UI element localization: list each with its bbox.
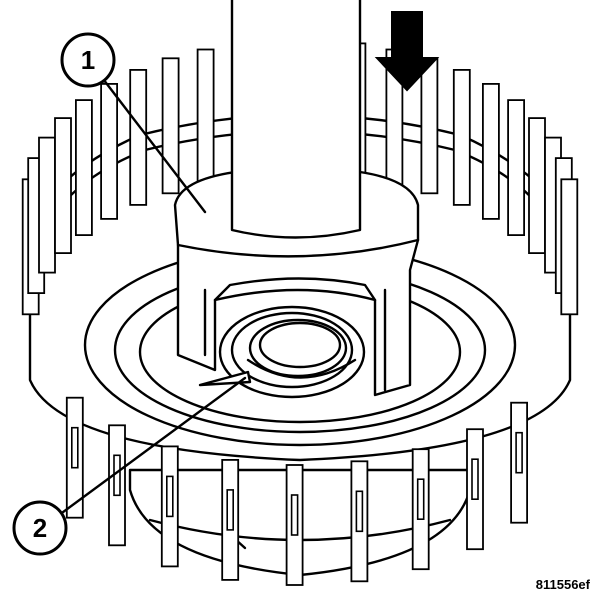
spline-tooth — [161, 57, 180, 195]
figure-id: 811556ef — [535, 577, 590, 592]
spline-tooth — [452, 69, 471, 206]
spline-tooth — [560, 178, 579, 316]
spline-slot — [416, 478, 425, 521]
spline-tooth — [481, 83, 500, 220]
spline-slot — [71, 426, 79, 469]
spline-slot — [226, 489, 234, 531]
spline-tooth — [129, 69, 148, 206]
spline-slot — [471, 458, 479, 501]
spline-tooth — [507, 99, 526, 236]
spline-slot — [515, 431, 523, 474]
spline-slot — [166, 475, 174, 518]
callout-1-number: 1 — [81, 45, 95, 75]
spline-tooth — [528, 117, 546, 254]
tool-shaft — [230, 0, 362, 239]
down-arrow-icon — [374, 11, 440, 92]
spline-slot — [290, 494, 299, 536]
callout-2-number: 2 — [33, 513, 47, 543]
spline-slot — [355, 490, 364, 533]
callout-2: 2 — [12, 376, 247, 556]
spline-tooth — [75, 99, 93, 236]
piston-seal — [198, 305, 366, 399]
spline-tooth — [196, 48, 215, 186]
spline-tooth — [38, 136, 56, 274]
spline-tooth — [100, 83, 118, 220]
spline-tooth — [420, 57, 439, 195]
drum-splines-front — [65, 396, 529, 586]
spline-tooth — [54, 117, 72, 254]
callout-1: 1 — [60, 32, 207, 214]
